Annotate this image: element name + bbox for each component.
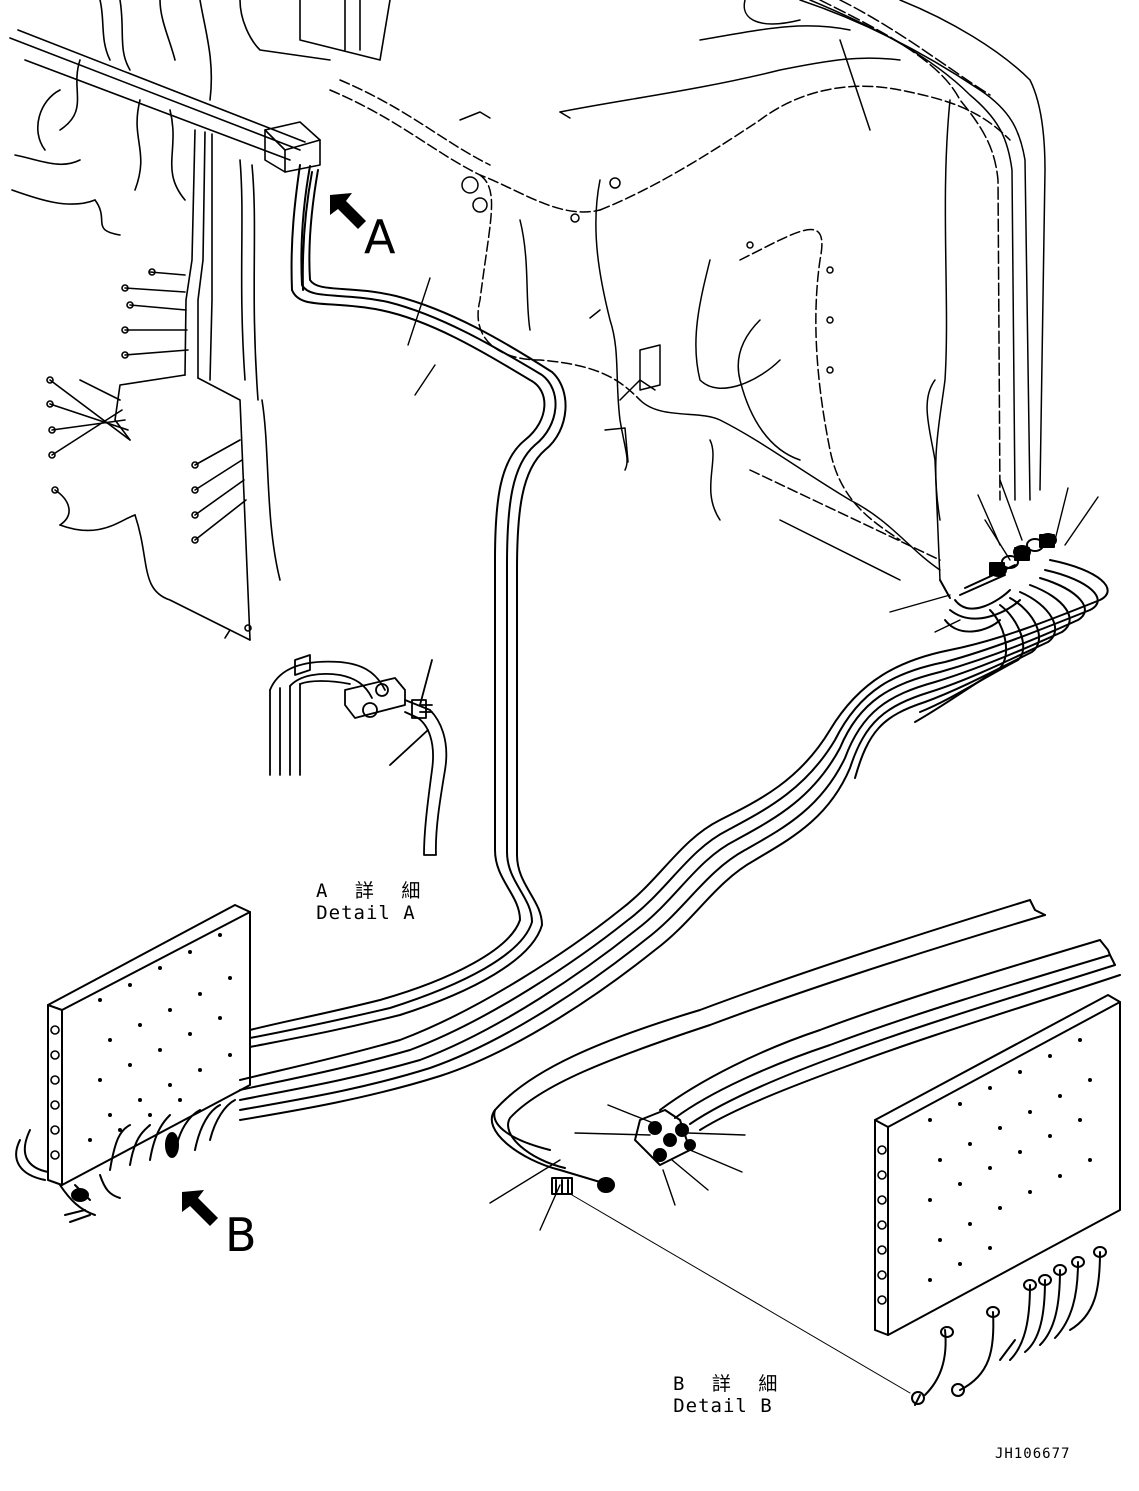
detail-a-caption: A 詳 細 Detail A bbox=[316, 880, 429, 924]
detail-b-caption: B 詳 細 Detail B bbox=[673, 1373, 786, 1417]
view-direction-arrow-icon bbox=[182, 1190, 218, 1226]
detail-b-caption-en: Detail B bbox=[673, 1395, 773, 1417]
view-b-letter: B bbox=[225, 1208, 257, 1262]
view-direction-arrow-icon bbox=[330, 193, 366, 229]
callout-leaders-top bbox=[407, 277, 1099, 633]
detail-a-drawing bbox=[269, 654, 448, 856]
wire-harness-left bbox=[9, 0, 391, 641]
detail-a-caption-jp: A 詳 細 bbox=[316, 880, 429, 902]
connector-cluster-right bbox=[939, 533, 1057, 633]
wire-harness-right bbox=[329, 0, 1046, 581]
drawing-reference-number: JH106677 bbox=[995, 1446, 1071, 1462]
callout-leaders-bottom bbox=[489, 1104, 911, 1394]
view-a-letter: A bbox=[364, 210, 396, 264]
hose-bundle-b bbox=[239, 559, 1109, 1121]
control-valve-left bbox=[15, 904, 251, 1223]
hose-bundle-a bbox=[249, 164, 567, 1048]
detail-b-drawing bbox=[490, 899, 1121, 1406]
detail-b-caption-jp: B 詳 細 bbox=[673, 1373, 786, 1395]
detail-a-caption-en: Detail A bbox=[316, 902, 416, 924]
